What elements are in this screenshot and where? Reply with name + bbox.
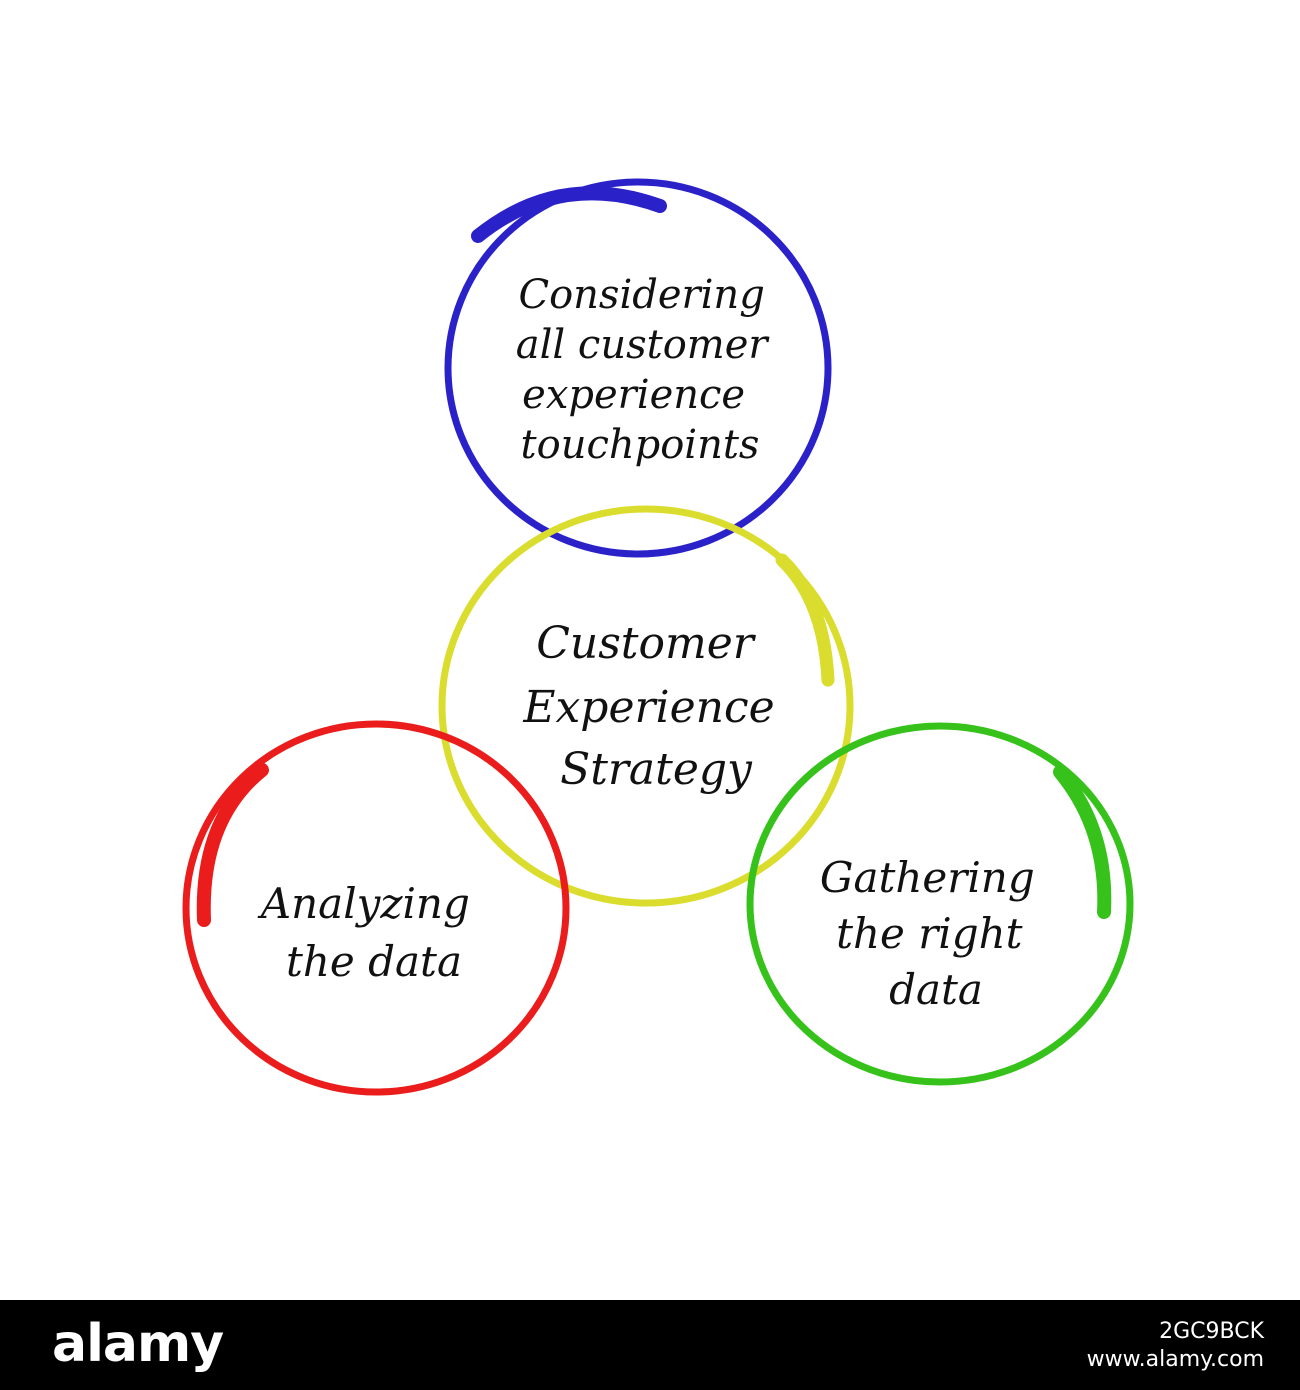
stock-watermark-bar: alamy 2GC9BCK www.alamy.com xyxy=(0,1300,1300,1390)
circle-center-line-3: Strategy xyxy=(560,744,753,795)
circle-left-line-2: the data xyxy=(286,937,462,986)
circle-center-line-1: Customer xyxy=(536,618,757,669)
circle-right-ring xyxy=(746,722,1134,1086)
circle-top-brush-stroke xyxy=(471,186,667,243)
circle-left: Analyzing the data xyxy=(182,720,570,1096)
circle-center-ring xyxy=(438,505,854,907)
circle-center-line-2: Experience xyxy=(522,682,774,733)
circle-center-brush-stroke xyxy=(775,553,835,687)
circle-center-label: Customer Experience Strategy xyxy=(522,618,788,795)
stock-image-info: 2GC9BCK www.alamy.com xyxy=(1087,1318,1264,1374)
circle-right-line-1: Gathering xyxy=(820,853,1035,902)
stock-site-url: www.alamy.com xyxy=(1086,1347,1264,1372)
circle-center: Customer Experience Strategy xyxy=(438,505,854,907)
circle-top-line-1: Considering xyxy=(518,272,764,318)
circle-left-line-1: Analyzing xyxy=(257,879,470,928)
circle-top-line-4: touchpoints xyxy=(521,422,760,468)
circle-top-line-2: all customer xyxy=(516,322,771,368)
circle-left-label: Analyzing the data xyxy=(257,879,483,986)
circle-diagram: Considering all customer experience touc… xyxy=(182,178,1134,1096)
circle-right: Gathering the right data xyxy=(746,722,1134,1086)
circle-right-line-3: data xyxy=(889,965,983,1014)
circle-top: Considering all customer experience touc… xyxy=(444,178,832,558)
circle-right-brush-stroke xyxy=(1053,765,1112,919)
alamy-logo: alamy xyxy=(52,1314,224,1374)
stock-image-id: 2GC9BCK xyxy=(1159,1319,1264,1344)
circle-right-label: Gathering the right data xyxy=(820,853,1048,1014)
circle-right-line-2: the right xyxy=(836,909,1023,958)
circle-top-label: Considering all customer experience touc… xyxy=(516,272,780,468)
circle-left-ring xyxy=(182,720,570,1096)
circle-left-brush-stroke xyxy=(196,763,269,927)
circle-top-ring xyxy=(444,178,832,558)
circle-top-line-3: experience xyxy=(522,372,745,418)
